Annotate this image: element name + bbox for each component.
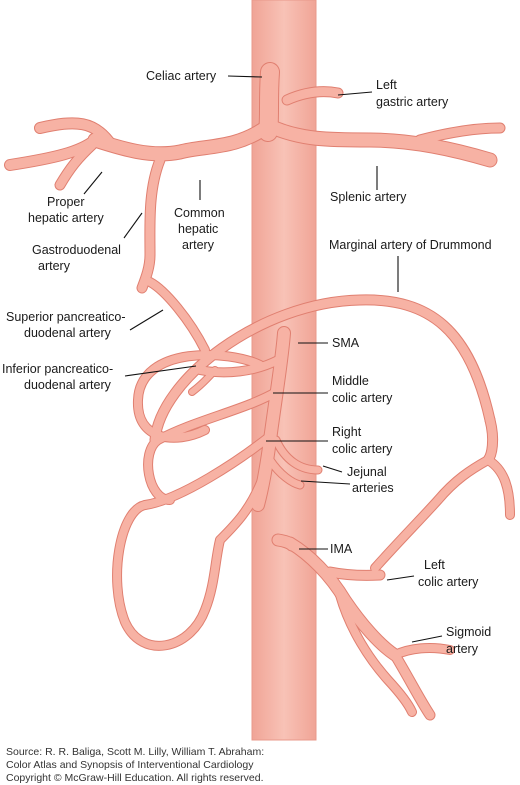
hepatic-branch-mid xyxy=(55,140,97,190)
arrow-left-gastric xyxy=(337,91,373,96)
label-sup-pancreatico-1: Superior pancreatico- xyxy=(6,310,126,324)
label-inf-pancreatico-1: Inferior pancreatico- xyxy=(2,362,113,376)
label-marginal-artery: Marginal artery of Drummond xyxy=(329,238,492,252)
label-splenic-artery: Splenic artery xyxy=(330,190,407,204)
label-sigmoid-2: artery xyxy=(446,642,479,656)
marginal-right-branch xyxy=(484,456,514,519)
source-credit: Source: R. R. Baliga, Scott M. Lilly, Wi… xyxy=(6,746,264,784)
label-sigmoid-1: Sigmoid xyxy=(446,625,491,639)
common-hepatic-artery xyxy=(88,119,275,161)
label-left-gastric-1: Left xyxy=(376,78,397,92)
arrow-left-colic xyxy=(386,575,415,581)
arrow-proper-hepatic xyxy=(83,171,103,195)
arrow-jejunal-1 xyxy=(322,465,343,473)
label-common-hepatic-3: artery xyxy=(182,238,215,252)
left-colic-artery xyxy=(325,567,385,580)
arrow-gastroduodenal xyxy=(123,212,143,239)
label-sma: SMA xyxy=(332,336,360,350)
sigmoid-branch xyxy=(391,643,454,659)
marginal-left-loop xyxy=(133,351,264,442)
label-inf-pancreatico-2: duodenal artery xyxy=(24,378,112,392)
label-middle-colic-2: colic artery xyxy=(332,391,393,405)
label-common-hepatic-2: hepatic xyxy=(178,222,218,236)
vessel-network xyxy=(4,62,515,721)
arrow-sup-pancreatico xyxy=(129,309,164,331)
source-line-1: Source: R. R. Baliga, Scott M. Lilly, Wi… xyxy=(6,746,264,758)
gastroduodenal-artery xyxy=(137,155,165,293)
source-line-3: Copyright © McGraw-Hill Education. All r… xyxy=(6,772,264,784)
jejunal-branch-2 xyxy=(266,456,304,489)
ileocolic-branch xyxy=(216,476,266,544)
right-colic-loop xyxy=(113,501,224,650)
inf-pancreaticoduodenal xyxy=(196,356,282,377)
marginal-left-side xyxy=(371,456,492,572)
arrow-celiac xyxy=(227,75,263,78)
label-gastroduodenal-2: artery xyxy=(38,259,71,273)
label-sup-pancreatico-2: duodenal artery xyxy=(24,326,112,340)
label-left-colic-1: Left xyxy=(424,558,445,572)
arrow-jejunal-2 xyxy=(300,480,351,485)
label-right-colic-2: colic artery xyxy=(332,442,393,456)
right-colic-loop-outline xyxy=(112,500,225,651)
middle-colic-artery xyxy=(144,388,280,504)
splenic-branch-upper xyxy=(415,123,505,145)
sup-pancreaticoduodenal xyxy=(146,278,209,354)
labels: Celiac artery Left gastric artery Proper… xyxy=(2,69,492,656)
ima-origin-stub xyxy=(272,534,298,551)
right-colic-artery xyxy=(141,432,274,509)
ipda-branch xyxy=(189,367,218,395)
arrow-sigmoid xyxy=(411,635,443,643)
jejunal-branch-1 xyxy=(272,436,322,474)
label-gastroduodenal-1: Gastroduodenal xyxy=(32,243,121,257)
label-jejunal-1: Jejunal xyxy=(347,465,387,479)
proper-hepatic-artery xyxy=(35,118,117,151)
sigmoid-artery xyxy=(390,650,435,720)
marginal-right-descent xyxy=(483,415,498,465)
label-arrows xyxy=(83,75,443,643)
label-celiac-artery: Celiac artery xyxy=(146,69,217,83)
label-right-colic-1: Right xyxy=(332,425,362,439)
arrow-inf-pancreatico xyxy=(124,365,197,377)
source-line-2: Color Atlas and Synopsis of Intervention… xyxy=(6,759,254,771)
label-proper-hepatic-2: hepatic artery xyxy=(28,211,104,225)
label-ima: IMA xyxy=(330,542,353,556)
label-left-gastric-2: gastric artery xyxy=(376,95,449,109)
label-middle-colic-1: Middle xyxy=(332,374,369,388)
splenic-artery xyxy=(263,119,497,167)
marginal-arc-upper xyxy=(150,295,495,445)
label-proper-hepatic-1: Proper xyxy=(47,195,85,209)
label-left-colic-2: colic artery xyxy=(418,575,479,589)
sigmoid-loop xyxy=(336,591,416,716)
label-jejunal-2: arteries xyxy=(352,481,394,495)
label-common-hepatic-1: Common xyxy=(174,206,225,220)
left-gastric-artery xyxy=(282,87,343,105)
